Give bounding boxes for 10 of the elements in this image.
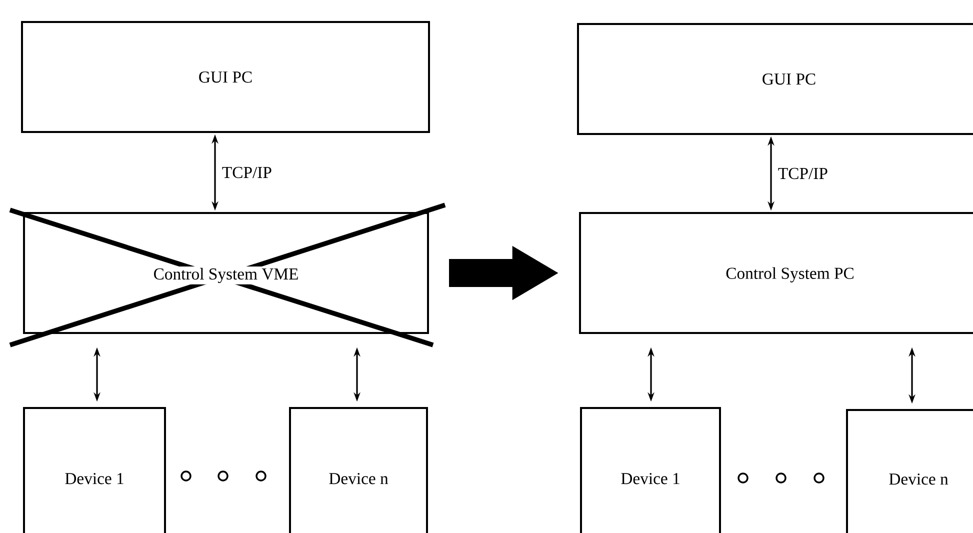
device-box: Device 1 — [23, 407, 166, 533]
edge-label: TCP/IP — [222, 166, 272, 178]
control-system-box: Control System VME — [23, 212, 429, 334]
device-box: Device n — [846, 409, 973, 533]
computer-box: GUI PC — [577, 23, 973, 135]
device-box: Device n — [289, 407, 428, 533]
computer-box: GUI PC — [21, 21, 430, 133]
device-box: Device 1 — [580, 407, 721, 533]
control-system-box: Control System PC — [579, 212, 973, 334]
edge-label: TCP/IP — [778, 168, 828, 180]
